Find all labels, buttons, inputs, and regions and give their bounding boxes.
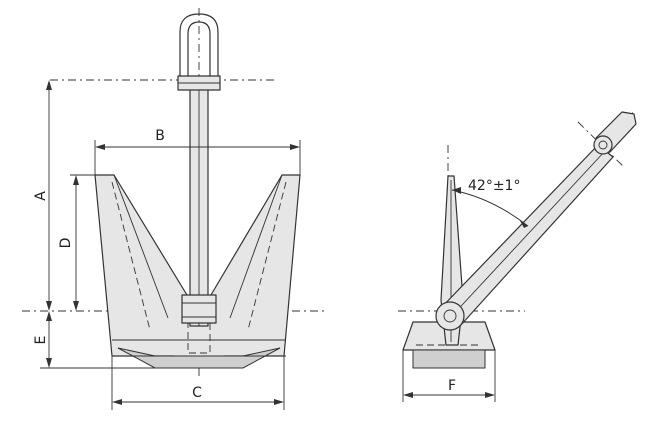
left-fluke-edge <box>113 174 169 319</box>
angle-arc <box>451 189 529 227</box>
dimension-b-arrow-right <box>290 144 300 150</box>
dimension-e-arrow-bottom <box>46 358 52 368</box>
front-shackle-inner <box>187 21 211 86</box>
side-shackle-eye-inner <box>598 140 608 150</box>
dimension-f-label: F <box>448 378 456 394</box>
side-shank-edge <box>449 150 606 319</box>
front-view <box>22 8 325 380</box>
dimension-f-arrow-left <box>403 392 413 398</box>
front-shackle <box>179 13 219 86</box>
dimension-d-label: D <box>58 238 74 249</box>
front-pivot-block <box>181 294 217 324</box>
dimension-d-arrow-bottom <box>73 301 79 311</box>
angle-label: 42°±1° <box>468 178 520 194</box>
shackle-cross-centerline <box>577 121 626 169</box>
dimension-e-arrow-top <box>46 311 52 321</box>
dimension-f-arrow-right <box>485 392 495 398</box>
dimension-a-label: A <box>33 191 49 201</box>
dimension-e-label: E <box>33 336 49 345</box>
dimension-a-arrow-top <box>46 80 52 90</box>
right-fluke-edge <box>229 174 283 319</box>
dimension-d-arrow-top <box>73 175 79 185</box>
dimension-b-arrow-left <box>95 144 105 150</box>
left-fluke-hidden-line <box>111 181 151 331</box>
dimension-b-label: B <box>155 128 165 144</box>
angle-annotation: 42°±1° <box>451 178 529 228</box>
dimension-c-label: C <box>192 385 202 401</box>
right-fluke-hidden-line <box>247 181 287 331</box>
dimension-c-arrow-right <box>274 399 284 405</box>
side-dimensions: F <box>402 350 496 402</box>
front-dimensions: A D B E C <box>33 80 301 410</box>
pivot-hidden-pin <box>187 322 211 354</box>
dimension-a-arrow-bottom <box>46 301 52 311</box>
side-pivot-boss <box>435 301 465 331</box>
side-view <box>398 109 637 369</box>
dimension-c-arrow-left <box>112 399 122 405</box>
side-crown-bottom <box>412 349 486 369</box>
side-pivot-pin <box>443 309 457 323</box>
side-shackle-eye <box>593 135 613 155</box>
angle-arrow-left <box>452 187 461 194</box>
angle-arrow-right <box>519 219 528 228</box>
